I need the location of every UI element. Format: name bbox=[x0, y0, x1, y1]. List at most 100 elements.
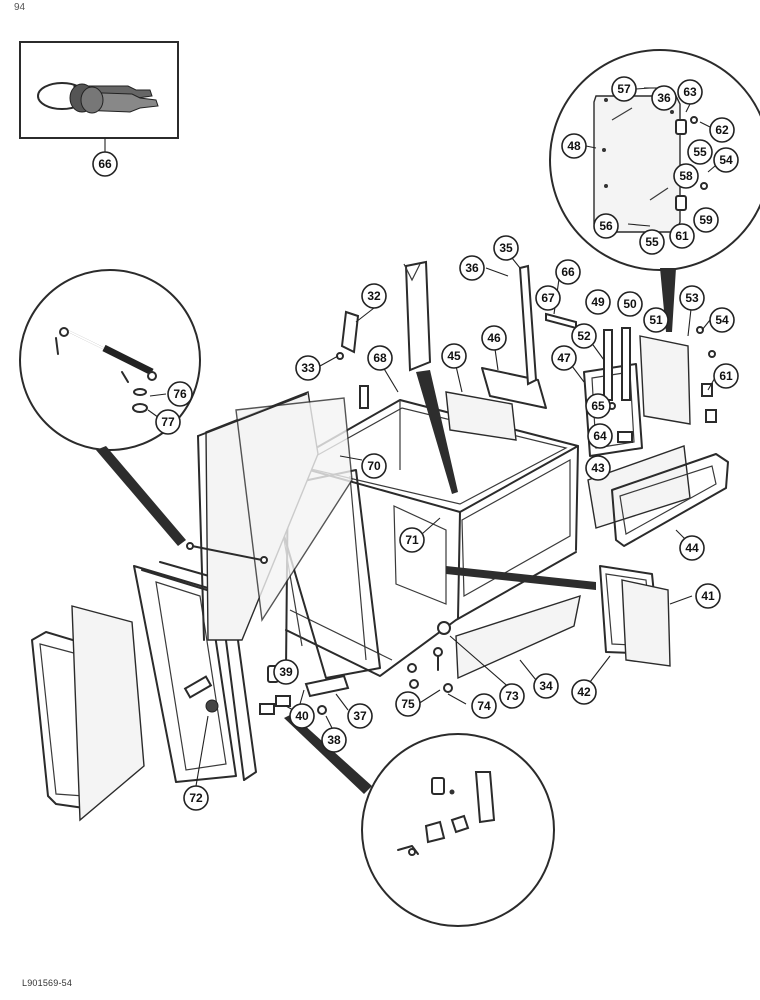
svg-text:66: 66 bbox=[561, 265, 575, 279]
svg-text:54: 54 bbox=[719, 153, 733, 167]
svg-text:68: 68 bbox=[373, 351, 387, 365]
callout-58: 58 bbox=[673, 163, 699, 189]
svg-text:51: 51 bbox=[649, 313, 663, 327]
svg-text:42: 42 bbox=[577, 685, 591, 699]
svg-text:58: 58 bbox=[679, 169, 693, 183]
callout-62: 62 bbox=[709, 117, 735, 143]
callouts: 66 57 36 63 48 62 55 54 58 59 56 55 61 3… bbox=[92, 76, 739, 811]
left-detail-circle bbox=[19, 269, 201, 451]
callout-51: 51 bbox=[643, 307, 669, 333]
callout-74: 74 bbox=[471, 693, 497, 719]
callout-38: 38 bbox=[321, 727, 347, 753]
callout-66: 66 bbox=[555, 259, 581, 285]
callout-61: 61 bbox=[713, 363, 739, 389]
callout-53: 53 bbox=[679, 285, 705, 311]
callout-46: 46 bbox=[481, 325, 507, 351]
callout-71: 71 bbox=[399, 527, 425, 553]
keys-icon bbox=[69, 83, 159, 114]
svg-text:32: 32 bbox=[367, 289, 381, 303]
callout-50: 50 bbox=[617, 291, 643, 317]
svg-text:40: 40 bbox=[295, 709, 309, 723]
callout-35: 35 bbox=[493, 235, 519, 261]
svg-text:77: 77 bbox=[161, 415, 175, 429]
svg-text:44: 44 bbox=[685, 541, 699, 555]
svg-text:73: 73 bbox=[505, 689, 519, 703]
svg-text:50: 50 bbox=[623, 297, 637, 311]
svg-text:62: 62 bbox=[715, 123, 729, 137]
callout-68: 68 bbox=[367, 345, 393, 371]
bottom-detail-circle bbox=[361, 733, 555, 927]
callout-44: 44 bbox=[679, 535, 705, 561]
svg-text:70: 70 bbox=[367, 459, 381, 473]
callout-76: 76 bbox=[167, 381, 193, 407]
svg-text:63: 63 bbox=[683, 85, 697, 99]
svg-text:48: 48 bbox=[567, 139, 581, 153]
svg-text:36: 36 bbox=[657, 91, 671, 105]
svg-text:39: 39 bbox=[279, 665, 293, 679]
callout-72: 72 bbox=[183, 785, 209, 811]
svg-text:53: 53 bbox=[685, 291, 699, 305]
svg-text:59: 59 bbox=[699, 213, 713, 227]
page-number: 94 bbox=[14, 2, 26, 13]
svg-text:61: 61 bbox=[675, 229, 689, 243]
svg-text:54: 54 bbox=[715, 313, 729, 327]
svg-text:56: 56 bbox=[599, 219, 613, 233]
svg-text:34: 34 bbox=[539, 679, 553, 693]
svg-text:38: 38 bbox=[327, 733, 341, 747]
svg-text:41: 41 bbox=[701, 589, 715, 603]
svg-text:75: 75 bbox=[401, 697, 415, 711]
svg-text:67: 67 bbox=[541, 291, 555, 305]
svg-text:61: 61 bbox=[719, 369, 733, 383]
callout-73: 73 bbox=[499, 683, 525, 709]
callout-39: 39 bbox=[273, 659, 299, 685]
callout-40: 40 bbox=[289, 703, 315, 729]
svg-text:43: 43 bbox=[591, 461, 605, 475]
callout-37: 37 bbox=[347, 703, 373, 729]
figure-reference-code: L901569-54 bbox=[22, 978, 73, 988]
callout-54: 54 bbox=[709, 307, 735, 333]
callout-67: 67 bbox=[535, 285, 561, 311]
svg-text:57: 57 bbox=[617, 82, 631, 96]
svg-text:76: 76 bbox=[173, 387, 187, 401]
svg-text:37: 37 bbox=[353, 709, 367, 723]
callout-42: 42 bbox=[571, 679, 597, 705]
callout-48: 48 bbox=[561, 133, 587, 159]
callout-32: 32 bbox=[361, 283, 387, 309]
callout-33: 33 bbox=[295, 355, 321, 381]
svg-text:36: 36 bbox=[465, 261, 479, 275]
callout-34: 34 bbox=[533, 673, 559, 699]
svg-text:35: 35 bbox=[499, 241, 513, 255]
callout-43: 43 bbox=[585, 455, 611, 481]
callout-54-inset: 54 bbox=[713, 147, 739, 173]
svg-text:66: 66 bbox=[98, 157, 112, 171]
svg-text:55: 55 bbox=[693, 145, 707, 159]
callout-65: 65 bbox=[585, 393, 611, 419]
svg-text:65: 65 bbox=[591, 399, 605, 413]
svg-text:49: 49 bbox=[591, 295, 605, 309]
callout-45: 45 bbox=[441, 343, 467, 369]
callout-61-inset: 61 bbox=[669, 223, 695, 249]
svg-text:72: 72 bbox=[189, 791, 203, 805]
callout-55-upper: 55 bbox=[687, 139, 713, 165]
svg-text:33: 33 bbox=[301, 361, 315, 375]
svg-text:71: 71 bbox=[405, 533, 419, 547]
callout-66-keys: 66 bbox=[92, 151, 118, 177]
callout-75: 75 bbox=[395, 691, 421, 717]
svg-text:52: 52 bbox=[577, 329, 591, 343]
key-inset bbox=[19, 41, 179, 152]
svg-text:74: 74 bbox=[477, 699, 491, 713]
callout-57: 57 bbox=[611, 76, 637, 102]
callout-77: 77 bbox=[155, 409, 181, 435]
callout-55-lower: 55 bbox=[639, 229, 665, 255]
callout-56: 56 bbox=[593, 213, 619, 239]
svg-text:47: 47 bbox=[557, 351, 571, 365]
callout-47: 47 bbox=[551, 345, 577, 371]
callout-52: 52 bbox=[571, 323, 597, 349]
callout-70: 70 bbox=[361, 453, 387, 479]
svg-text:55: 55 bbox=[645, 235, 659, 249]
svg-text:64: 64 bbox=[593, 429, 607, 443]
callout-49: 49 bbox=[585, 289, 611, 315]
callout-36: 36 bbox=[459, 255, 485, 281]
svg-text:45: 45 bbox=[447, 349, 461, 363]
